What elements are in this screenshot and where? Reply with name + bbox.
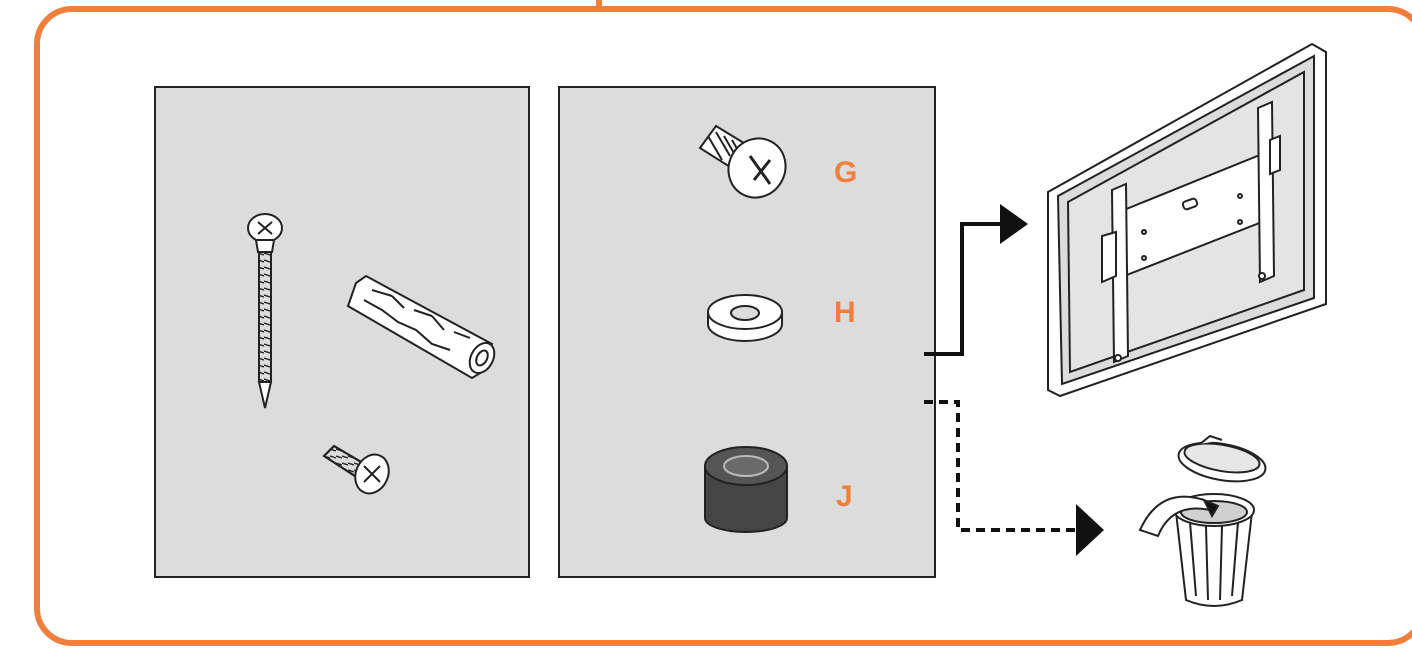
wood-screw-icon bbox=[247, 213, 283, 409]
trash-can-icon bbox=[1138, 434, 1267, 607]
countersunk-screw-icon bbox=[322, 444, 390, 495]
part-label-j: J bbox=[836, 480, 853, 513]
discard-arrow bbox=[924, 400, 1104, 556]
washer-icon bbox=[707, 294, 783, 342]
tv-with-bracket-icon bbox=[1047, 42, 1327, 398]
part-label-h: H bbox=[834, 296, 856, 329]
use-arrow bbox=[924, 204, 1028, 356]
frame-notch bbox=[596, 0, 602, 10]
wall-plug-icon bbox=[346, 274, 496, 380]
part-label-g: G bbox=[834, 156, 858, 189]
instruction-frame bbox=[34, 6, 1412, 646]
spacer-icon bbox=[704, 446, 788, 533]
machine-screw-icon bbox=[698, 124, 787, 199]
